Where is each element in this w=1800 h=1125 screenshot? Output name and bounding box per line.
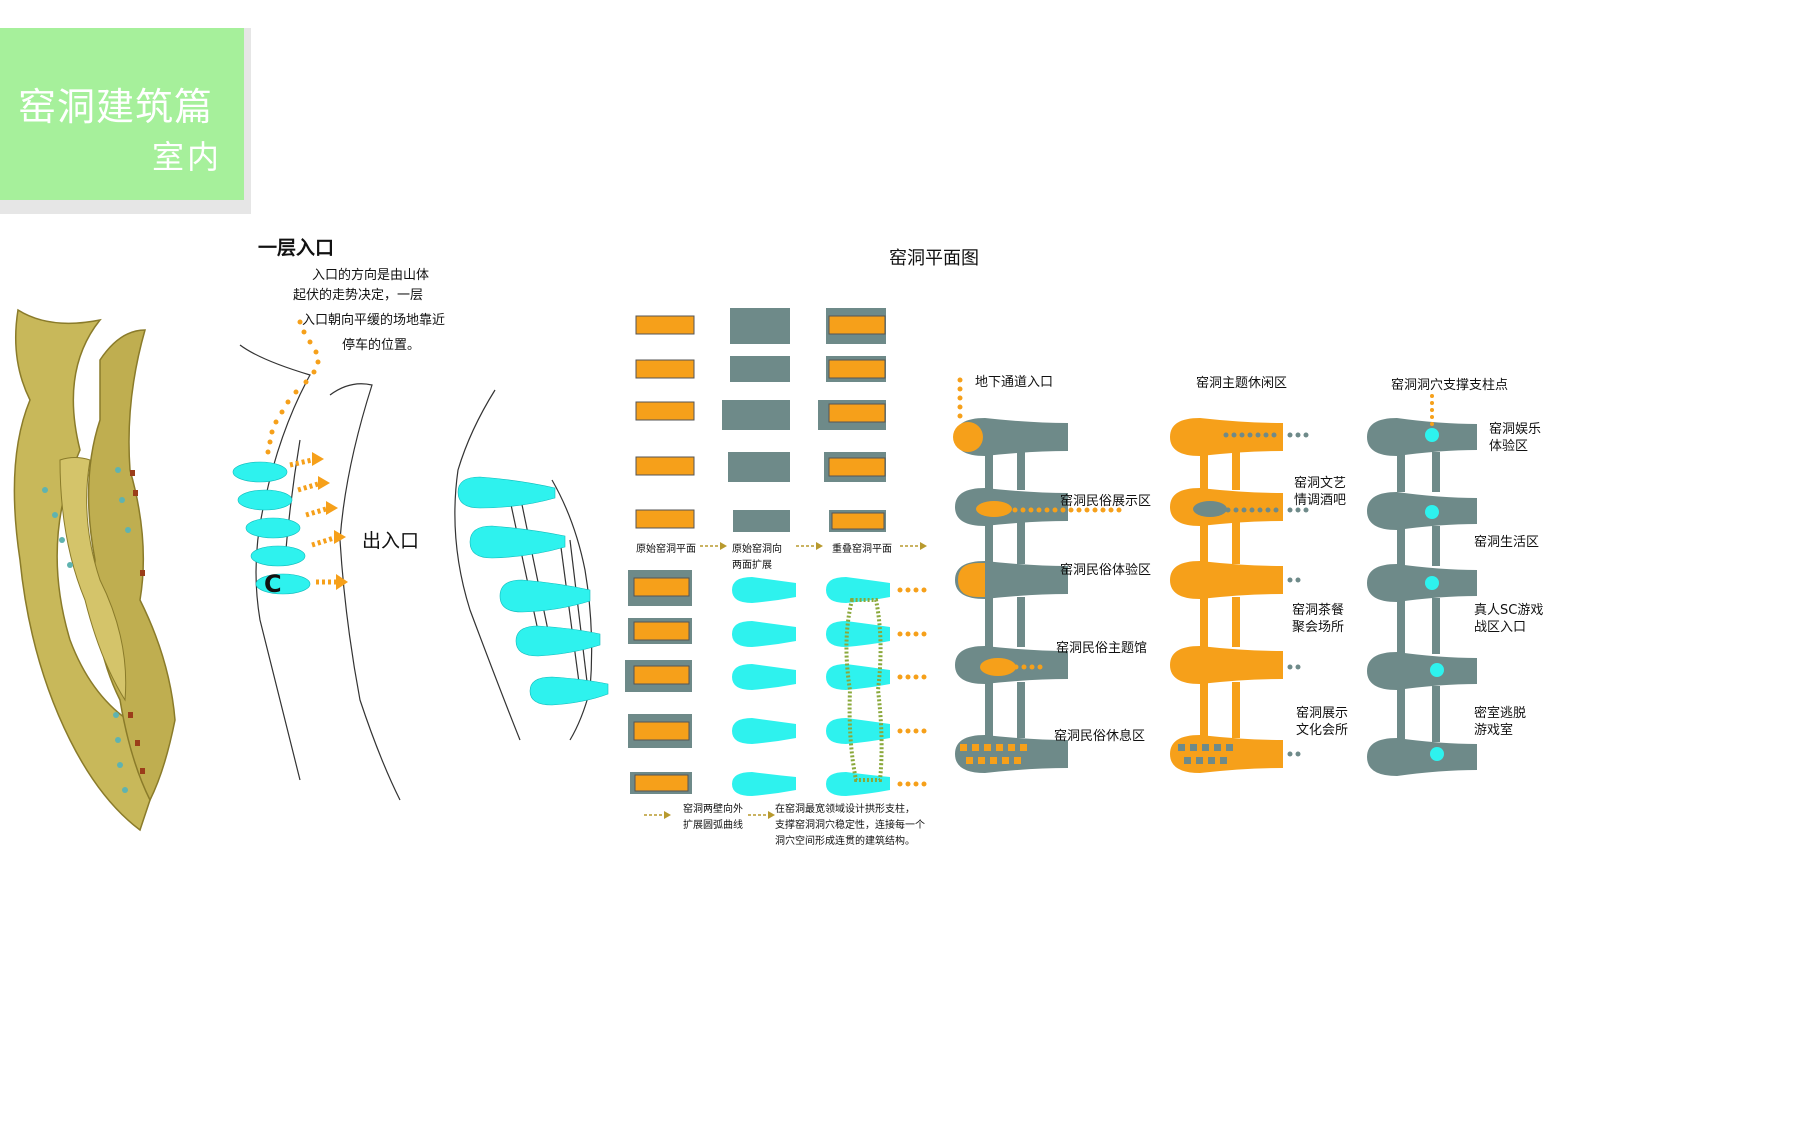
zone3-label: 体验区: [1489, 439, 1529, 454]
zone2-top-label: 窑洞主题休闲区: [1196, 376, 1288, 391]
title-shadow: [244, 28, 251, 214]
zone-plan-3: [1367, 394, 1477, 776]
step-label: 重叠窑洞平面: [832, 544, 892, 555]
title-panel: [0, 28, 244, 200]
zone2-label: 窑洞文艺: [1294, 476, 1347, 491]
zone1-label: 窑洞民俗展示区: [1060, 494, 1152, 509]
zone1-label: 窑洞民俗休息区: [1054, 729, 1146, 744]
step-label: 两面扩展: [732, 560, 772, 571]
zone2-label: 情调酒吧: [1294, 493, 1347, 508]
zone-plan-1: [953, 377, 1122, 773]
step-label: 原始窑洞平面: [636, 544, 696, 555]
zone3-label: 真人SC游戏: [1474, 603, 1544, 618]
entrance-heading: 一层入口: [258, 237, 335, 259]
zone1-label: 窑洞民俗体验区: [1060, 563, 1152, 578]
marker-letter: C: [264, 570, 282, 598]
entrance-path-dots: [265, 319, 321, 455]
zone3-label: 游戏室: [1474, 723, 1514, 738]
plan-original: [635, 315, 695, 529]
page-title: 窑洞建筑篇: [18, 85, 214, 129]
zone2-label: 聚会场所: [1292, 620, 1345, 635]
plan-arch-caves: [826, 577, 890, 796]
plan-expanded: [722, 308, 790, 532]
zone1-top-label: 地下通道入口: [975, 375, 1054, 390]
terrain-model: [13, 308, 176, 832]
cave-sketch: [454, 389, 593, 741]
plan-note-right: 在窑洞最宽领域设计拱形支柱，: [775, 804, 915, 815]
step-label: 原始窑洞向: [732, 544, 782, 555]
zone2-label: 窑洞展示: [1296, 706, 1349, 721]
entrance-arrows: [289, 452, 348, 590]
plan-note-left: 窑洞两壁向外: [683, 804, 743, 815]
cave-sketch-caves: [457, 476, 609, 706]
entrance-desc-line: 入口朝向平缓的场地靠近: [302, 313, 446, 328]
zone2-label: 文化会所: [1296, 723, 1349, 738]
plan-heading: 窑洞平面图: [889, 248, 979, 269]
zone3-label: 窑洞娱乐: [1489, 422, 1542, 437]
exit-label: 出入口: [362, 530, 420, 552]
plan-arc-walls: [625, 570, 692, 794]
arch-support-loop: [844, 598, 884, 782]
diagram-canvas: [13, 308, 1477, 832]
plan-bottle-caves: [732, 577, 796, 796]
plan-arch-dots: [897, 587, 927, 787]
entrance-desc-line: 起伏的走势决定，一层: [293, 288, 424, 303]
zone2-label: 窑洞茶餐: [1292, 603, 1345, 618]
zone-plan-2: [1170, 418, 1309, 773]
zone3-label: 密室逃脱: [1474, 706, 1527, 721]
plan-note-left: 扩展圆弧曲线: [683, 820, 743, 831]
title-shadow-bottom: [0, 200, 251, 214]
entrance-desc-line: 停车的位置。: [342, 338, 421, 353]
plan-note-right: 洞穴空间形成连贯的建筑结构。: [775, 836, 915, 847]
entrance-desc-line: 入口的方向是由山体: [312, 268, 430, 283]
step-arrows: [644, 542, 927, 819]
plan-note-right: 支撑窑洞洞穴稳定性，连接每一个: [775, 820, 925, 831]
zone3-label: 战区入口: [1474, 620, 1527, 635]
page-subtitle: 室内: [152, 138, 223, 176]
zone1-label: 窑洞民俗主题馆: [1056, 641, 1148, 656]
zone3-top-label: 窑洞洞穴支撑支柱点: [1391, 378, 1509, 393]
zone3-label: 窑洞生活区: [1474, 535, 1540, 550]
entrance-caves: [232, 461, 311, 595]
plan-overlap: [818, 308, 886, 532]
